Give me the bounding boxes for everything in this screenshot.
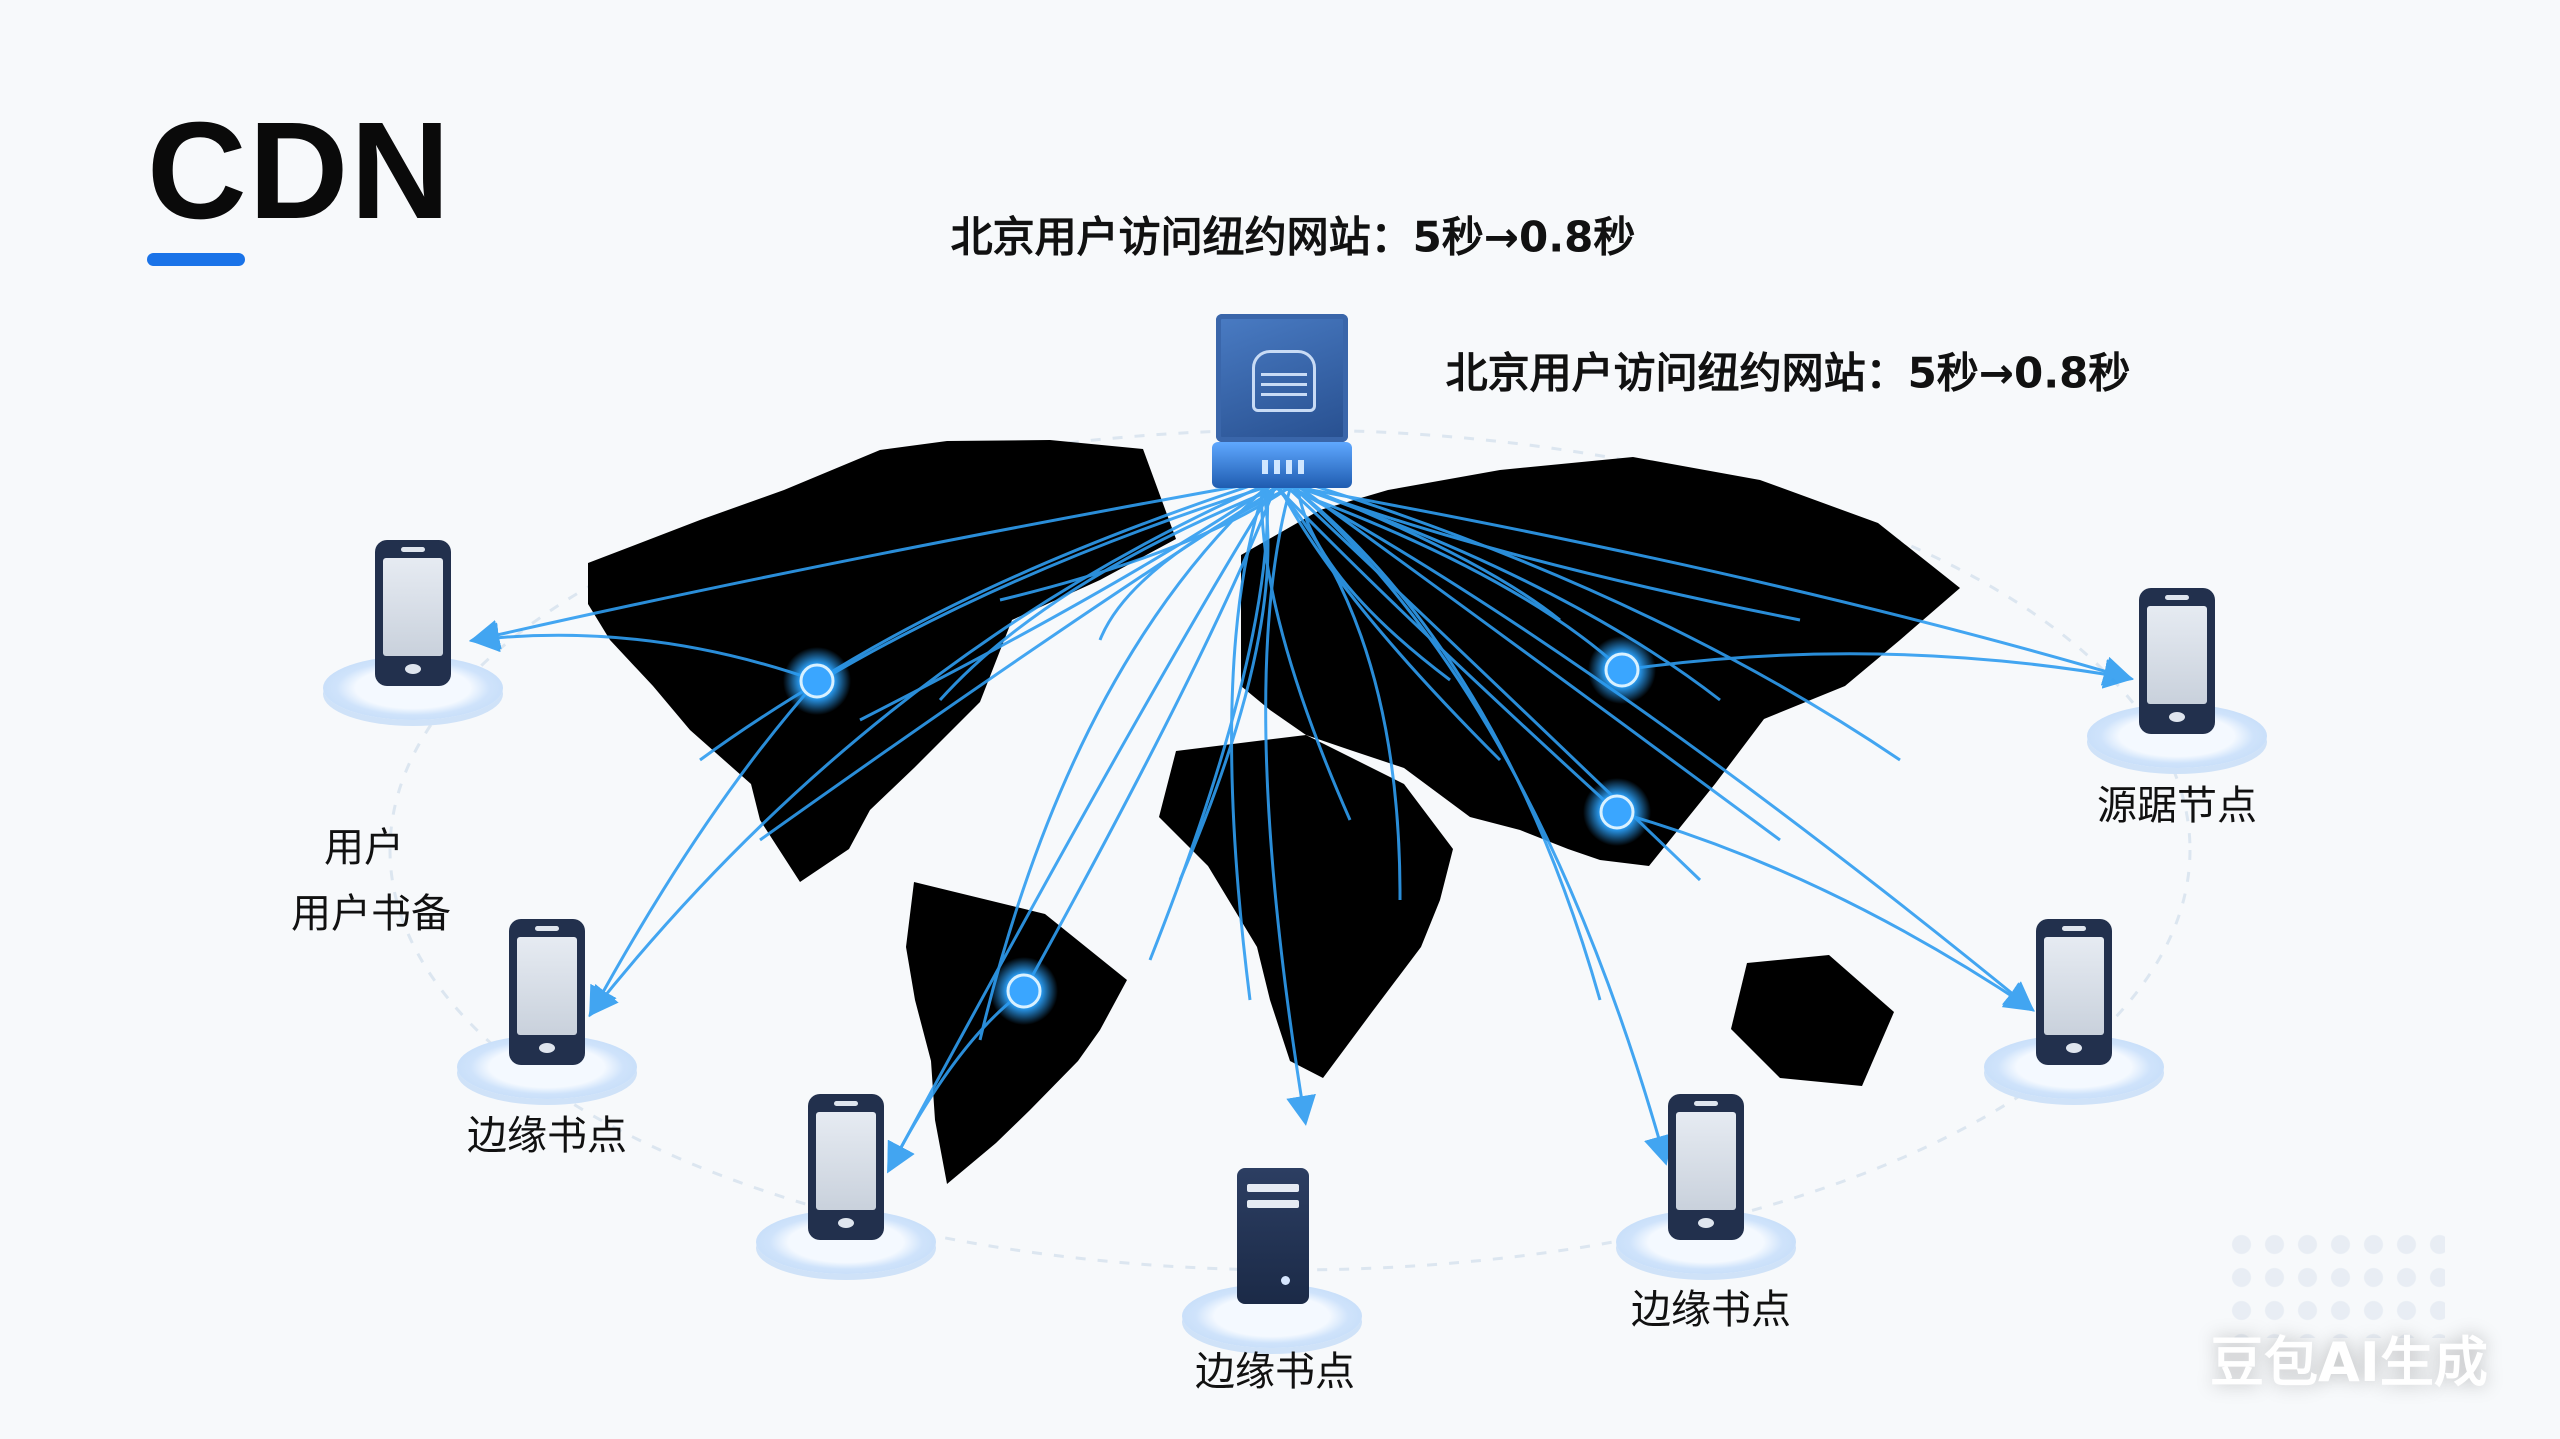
connection-line bbox=[1270, 481, 1402, 901]
phone-icon bbox=[2139, 588, 2215, 734]
connection-line bbox=[1022, 481, 1279, 992]
edge-markers bbox=[783, 636, 1656, 1025]
connection-line bbox=[887, 481, 1279, 1174]
watermark: 豆包AI生成 bbox=[2210, 1331, 2488, 1394]
origin-server bbox=[1212, 314, 1352, 489]
connection-line bbox=[1230, 481, 1269, 1001]
continent-south-america bbox=[906, 882, 1127, 1184]
server-tower-icon bbox=[1237, 1168, 1309, 1304]
decorative-dot-grid bbox=[2225, 1228, 2445, 1338]
connection-line bbox=[1148, 481, 1270, 961]
connection-line bbox=[588, 480, 1273, 1017]
label-user: 用户 bbox=[324, 825, 404, 871]
connection-line bbox=[1286, 480, 1673, 1166]
continent-africa bbox=[1159, 735, 1453, 1078]
user-phone-2 bbox=[2087, 588, 2267, 768]
label-user-device: 用户书备 bbox=[291, 891, 451, 937]
label-origin-node: 源踞节点 bbox=[2097, 783, 2257, 829]
edge-node-icon bbox=[1604, 652, 1640, 688]
continent-north-america bbox=[588, 440, 1176, 882]
connection-line bbox=[816, 480, 1263, 683]
connection-line bbox=[699, 480, 1283, 762]
connection-line bbox=[469, 480, 1263, 650]
connection-line bbox=[589, 679, 819, 1018]
connection-lines bbox=[469, 480, 2134, 1174]
connection-line bbox=[978, 480, 1273, 1041]
phone-icon bbox=[375, 540, 451, 686]
user-phone-3 bbox=[457, 919, 637, 1099]
connection-line bbox=[1301, 480, 1901, 762]
connection-line bbox=[1275, 481, 1502, 762]
user-phone-4 bbox=[756, 1094, 936, 1274]
edge-node-icon bbox=[1599, 794, 1635, 830]
user-phone-6 bbox=[1616, 1094, 1796, 1274]
connection-line bbox=[1264, 481, 1316, 1126]
label-edge-node-bottom: 边缘书点 bbox=[1195, 1349, 1355, 1395]
connection-line bbox=[1291, 480, 1561, 622]
connection-line bbox=[1260, 481, 1352, 821]
connection-line bbox=[1295, 481, 1451, 682]
connection-line bbox=[1266, 480, 1624, 672]
headline-latency-1: 北京用户访问纽约网站：5秒→0.8秒 bbox=[950, 212, 1636, 262]
edge-node-icon bbox=[1006, 973, 1042, 1009]
server-icon bbox=[1252, 350, 1316, 412]
phone-icon bbox=[1668, 1094, 1744, 1240]
label-edge-node-right: 边缘书点 bbox=[1631, 1287, 1791, 1333]
connection-line bbox=[469, 622, 818, 683]
connection-line bbox=[859, 480, 1278, 722]
edge-node-icon bbox=[799, 663, 835, 699]
connection-line bbox=[1291, 480, 1781, 842]
user-phone-1 bbox=[323, 540, 503, 720]
connection-line bbox=[1286, 480, 1602, 1001]
phone-icon bbox=[808, 1094, 884, 1240]
connection-line bbox=[1621, 652, 2134, 689]
title-underline bbox=[147, 253, 245, 266]
phone-icon bbox=[509, 919, 585, 1065]
label-edge-node-left: 边缘书点 bbox=[467, 1113, 627, 1159]
connection-line bbox=[1266, 480, 2134, 686]
world-map bbox=[588, 440, 1960, 1184]
page-title: CDN bbox=[147, 94, 452, 248]
user-phone-5 bbox=[1984, 919, 2164, 1099]
connection-line bbox=[1616, 810, 2035, 1012]
headline-latency-2: 北京用户访问纽约网站：5秒→0.8秒 bbox=[1445, 348, 2131, 398]
continent-australia bbox=[1731, 955, 1894, 1086]
edge-server-tower bbox=[1182, 1168, 1362, 1348]
phone-icon bbox=[2036, 919, 2112, 1065]
connection-line bbox=[938, 480, 1293, 702]
